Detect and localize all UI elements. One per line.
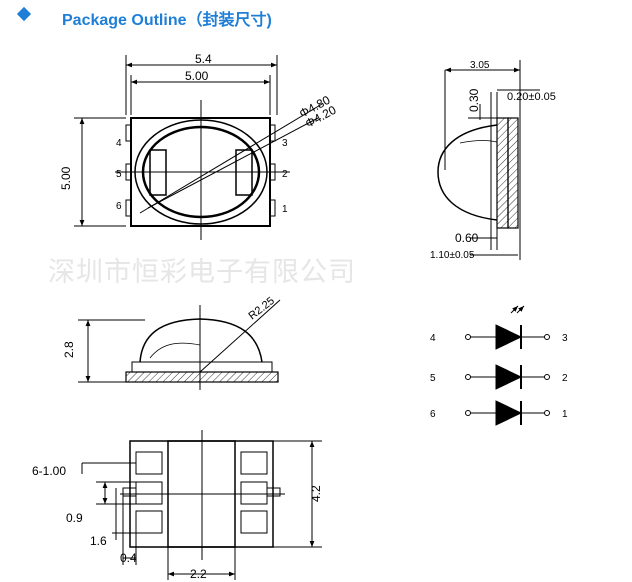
pin-label: 1 xyxy=(282,204,288,215)
bottom-dim-height: 4.2 xyxy=(309,485,323,502)
circuit-label: 6 xyxy=(430,409,436,420)
front-view xyxy=(78,299,281,390)
bottom-dim-span: 1.6 xyxy=(90,534,107,548)
side-dim-gap: 0.60 xyxy=(455,231,479,245)
circuit-label: 3 xyxy=(562,333,568,344)
bottom-dim-pitch: 0.9 xyxy=(66,511,83,525)
pin-label: 5 xyxy=(116,169,122,180)
side-dim-width: 3.05 xyxy=(470,60,490,71)
side-view xyxy=(437,60,540,260)
bottom-dim-gap: 0.4 xyxy=(120,551,137,565)
pin-label: 6 xyxy=(116,201,122,212)
header: Package Outline（封装尺寸) xyxy=(0,0,632,36)
bottom-dim-center: 2.2 xyxy=(190,567,207,581)
circuit-label: 2 xyxy=(562,373,568,384)
front-dim-height: 2.8 xyxy=(62,341,76,358)
pin-label: 3 xyxy=(282,138,288,149)
circuit-diagram xyxy=(465,305,550,426)
top-view xyxy=(74,55,323,240)
circuit-label: 5 xyxy=(430,373,436,384)
side-dim-lead: 0.30 xyxy=(467,88,481,112)
pin-label: 4 xyxy=(116,138,122,149)
circuit-label: 1 xyxy=(562,409,568,420)
side-dim-base: 1.10±0.05 xyxy=(430,250,475,261)
company-watermark: 深圳市恒彩电子有限公司 xyxy=(48,257,356,288)
pin-label: 2 xyxy=(282,169,288,180)
circuit-label: 4 xyxy=(430,333,436,344)
dim-height: 5.00 xyxy=(59,166,73,190)
bottom-dim-pad: 6-1.00 xyxy=(32,464,66,478)
side-dim-thickness: 0.20±0.05 xyxy=(507,91,556,103)
dim-outer-width: 5.4 xyxy=(195,52,212,66)
bottom-view xyxy=(81,430,322,580)
page-title: Package Outline（封装尺寸) xyxy=(62,12,272,29)
dim-width: 5.00 xyxy=(185,69,209,83)
front-dim-radius: R2.25 xyxy=(246,295,277,323)
